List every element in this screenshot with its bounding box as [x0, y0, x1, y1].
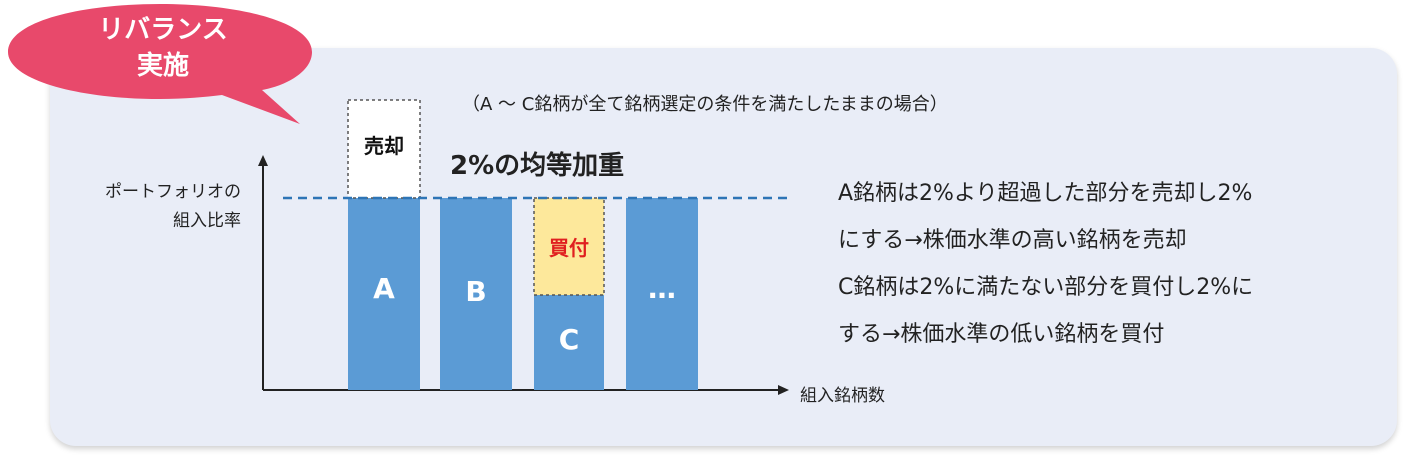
badge-line-1: リバランス	[98, 15, 228, 45]
bar-b	[440, 198, 512, 390]
explanation-line-1: A銘柄は2%より超過した部分を売却し2%	[838, 181, 1253, 206]
x-axis-label: 組入銘柄数	[800, 386, 885, 406]
explanation-text: A銘柄は2%より超過した部分を売却し2% にする→株価水準の高い銘柄を売却 C銘…	[838, 170, 1253, 358]
explanation-line-4: する→株価水準の低い銘柄を買付	[838, 322, 1165, 347]
condition-note: （A ～ C銘柄が全て銘柄選定の条件を満たしたままの場合）	[462, 94, 948, 115]
bar-a	[348, 198, 420, 390]
y-axis-label: ポートフォリオの 組入比率	[105, 178, 241, 236]
y-axis-label-line-2: 組入比率	[173, 211, 241, 231]
bar-label-more: …	[648, 272, 676, 305]
badge-text: リバランス 実施	[88, 12, 238, 84]
bar-more	[626, 198, 698, 390]
speech-bubble-badge	[8, 4, 312, 124]
x-axis-arrow	[778, 385, 789, 395]
y-axis-arrow	[258, 155, 268, 166]
explanation-line-3: C銘柄は2%に満たない部分を買付し2%に	[838, 275, 1254, 300]
explanation-line-2: にする→株価水準の高い銘柄を売却	[838, 228, 1187, 253]
y-axis-label-line-1: ポートフォリオの	[105, 182, 241, 202]
bar-label-b: B	[465, 275, 487, 308]
bar-c	[534, 295, 604, 390]
buy-label: 買付	[549, 236, 589, 260]
bar-label-c: C	[558, 323, 580, 356]
sell-box	[347, 99, 421, 199]
sell-label: 売却	[364, 134, 404, 158]
speech-bubble-shape	[8, 4, 312, 124]
badge-line-2: 実施	[136, 51, 189, 81]
bar-label-a: A	[373, 272, 395, 305]
equal-weight-label: 2%の均等加重	[450, 151, 625, 181]
buy-box	[533, 197, 605, 296]
